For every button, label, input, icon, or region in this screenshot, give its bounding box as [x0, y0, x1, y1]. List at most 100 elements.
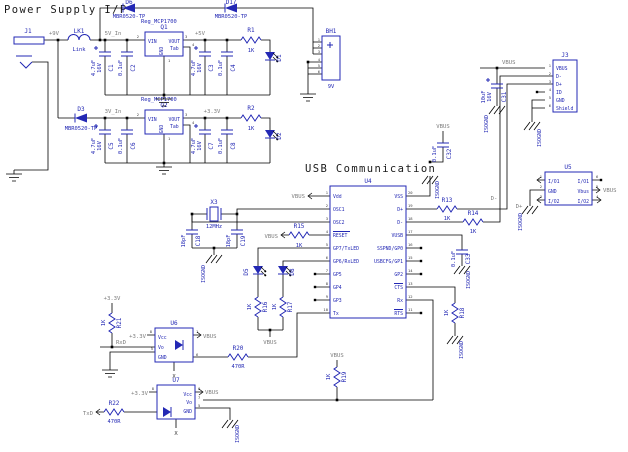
- resistor-r22[interactable]: R22 470R: [103, 400, 125, 425]
- q2-num-vout: 3: [185, 112, 187, 117]
- capacitor-c7[interactable]: 4.7uF 16V C7: [191, 123, 215, 154]
- u4-pin-gp6: GP6/RxLED: [333, 259, 359, 265]
- regulator-q1[interactable]: Reg_MCP1700 Q1 VIN VOUT GND Tab 2 3 1 4: [137, 19, 195, 63]
- led-d5[interactable]: D5: [243, 265, 267, 277]
- no-connect-square: [313, 298, 317, 302]
- q2-pin-gnd: GND: [159, 125, 165, 134]
- junction-dot: [98, 38, 102, 42]
- u5-num: 6: [596, 174, 599, 179]
- c32-value: 0.1uF: [432, 146, 438, 162]
- net-label-rxd: RxD: [116, 340, 127, 346]
- capacitor-c3[interactable]: 4.7uF 16V C3: [191, 45, 215, 76]
- c33-symbol: [455, 249, 469, 255]
- diode-d3[interactable]: D3 MBR0520-TP: [65, 106, 97, 132]
- power-section-title: Power Supply I/P: [4, 4, 128, 16]
- ic-u7[interactable]: U7 Vcc Vo GND 8 6 7 5: [152, 377, 201, 420]
- c7-symbol: [193, 123, 212, 135]
- r16-value: 1K: [247, 303, 253, 310]
- net-label-5vin: 5V_In: [105, 31, 122, 37]
- ic-u5[interactable]: U5 I/O1 GND I/O2 I/O1 Vbus I/O2 1 2 3 6 …: [540, 164, 599, 206]
- wires-opto: [96, 303, 433, 428]
- diode-d17[interactable]: D17 MBR0520-TP: [215, 0, 247, 20]
- r15-symbol: [288, 231, 310, 239]
- junction-dot: [225, 38, 229, 42]
- r1-value: 1K: [248, 48, 255, 54]
- resistor-r20[interactable]: R20 470R: [227, 345, 249, 370]
- capacitor-c19[interactable]: 18pF C19: [226, 229, 247, 247]
- net-label-3v3: +3.3V: [129, 334, 146, 340]
- junction-dot: [203, 38, 207, 42]
- bh1-value: 9V: [328, 84, 335, 90]
- u5-num: 2: [540, 184, 542, 189]
- x3-plates: [206, 208, 222, 220]
- u5-body: [544, 171, 593, 206]
- junction-dot: [212, 246, 216, 250]
- capacitor-c5[interactable]: 4.7uF 16V C5: [91, 123, 115, 154]
- capacitor-c1[interactable]: 4.7uF 16V C1: [91, 45, 115, 76]
- resistor-r16[interactable]: 1K R16: [247, 296, 269, 318]
- u7-pin-gnd: GND: [183, 409, 192, 415]
- connector-j3[interactable]: J3 VBUS D- D+ ID GND Shield 1 2 3 4 5 6: [549, 52, 578, 113]
- u4-num: 19: [408, 203, 413, 208]
- led-d8[interactable]: D8: [277, 265, 296, 277]
- junction-dot: [125, 38, 129, 42]
- c1-symbol: [93, 45, 112, 57]
- capacitor-c8[interactable]: 0.1uF C8: [218, 129, 237, 154]
- ic-u4[interactable]: U4 Vdd OSC1 OSC2 RESET GP7/TxLED GP6/RxL…: [323, 178, 413, 319]
- u6-pin-gnd: GND: [158, 355, 167, 361]
- u4-pin-vdd: Vdd: [333, 194, 342, 200]
- capacitor-c32[interactable]: 0.1uF C32: [432, 142, 453, 162]
- c7-value: 4.7uF: [191, 138, 197, 154]
- r2-value: 1K: [248, 126, 255, 132]
- capacitor-c33[interactable]: 0.1uF C33: [451, 249, 472, 267]
- capacitor-c31[interactable]: 10uF 16V C31: [481, 77, 508, 103]
- crystal-x3[interactable]: X3 12MHz: [206, 199, 222, 230]
- q2-pin-vin: VIN: [148, 117, 157, 123]
- diode-d6[interactable]: D6 MBR0520-TP: [113, 0, 145, 20]
- junction-dot: [162, 161, 166, 165]
- capacitor-c2[interactable]: 0.1uF C2: [118, 51, 137, 76]
- ground-symbol: [101, 365, 119, 378]
- q2-value: Reg_MCP1700: [141, 97, 177, 103]
- r18-symbol: [451, 302, 459, 324]
- q1-body: [144, 31, 184, 57]
- resistor-r14[interactable]: R14 1K: [462, 210, 484, 235]
- u4-num: 18: [408, 216, 413, 221]
- u4-pin-osc2: OSC2: [333, 220, 345, 226]
- capacitor-c4[interactable]: 0.1uF C4: [218, 51, 237, 76]
- c32-ref: C32: [446, 148, 453, 159]
- ic-u6[interactable]: U6 Vcc Vo GND 8 1 6 5: [150, 320, 199, 363]
- net-label-vbus: VBUS: [292, 194, 305, 200]
- j3-pin-vbus: VBUS: [556, 66, 568, 72]
- c7-rating: 16V: [197, 140, 203, 150]
- resistor-r19[interactable]: 1K R19: [326, 366, 348, 388]
- u4-num: 8: [326, 281, 329, 286]
- no-connect-square: [599, 178, 603, 182]
- capacitor-c6[interactable]: 0.1uF C6: [118, 129, 137, 154]
- u5-pin-io2r: I/O2: [577, 199, 589, 205]
- c31-ref: C31: [501, 91, 508, 102]
- net-label-3v3: +3.3V: [104, 296, 121, 302]
- c33-ref: C33: [465, 253, 472, 264]
- resistor-r15[interactable]: R15 1K: [288, 223, 310, 249]
- junction-dot: [225, 116, 229, 120]
- led-d1[interactable]: D1: [264, 51, 283, 63]
- resistor-r1[interactable]: R1 1K: [240, 27, 262, 54]
- c4-ref: C4: [230, 64, 237, 72]
- u7-body: [156, 384, 196, 420]
- r22-symbol: [103, 408, 125, 416]
- resistor-r21[interactable]: 1K R21: [101, 312, 123, 334]
- regulator-q2[interactable]: Reg_MCP1700 Q2 VIN VOUT GND Tab 2 3 1 4: [137, 97, 195, 141]
- resistor-r2[interactable]: R2 1K: [240, 105, 262, 132]
- r1-ref: R1: [247, 27, 255, 34]
- r13-symbol: [436, 205, 458, 213]
- resistor-r17[interactable]: 1K R17: [272, 296, 294, 318]
- resistor-r13[interactable]: R13 1K: [436, 197, 458, 222]
- resistor-r18[interactable]: 1K R18: [444, 302, 466, 324]
- battery-holder-bh1[interactable]: BH1 9V 1 2 3 4 5 6: [318, 28, 341, 90]
- u4-num: 20: [408, 190, 413, 195]
- inductor-lk1[interactable]: LK1 Link: [67, 28, 91, 53]
- led-d2[interactable]: D2: [264, 129, 283, 141]
- capacitor-c18[interactable]: 18pF C18: [181, 229, 202, 247]
- connector-j1[interactable]: J1: [13, 28, 45, 69]
